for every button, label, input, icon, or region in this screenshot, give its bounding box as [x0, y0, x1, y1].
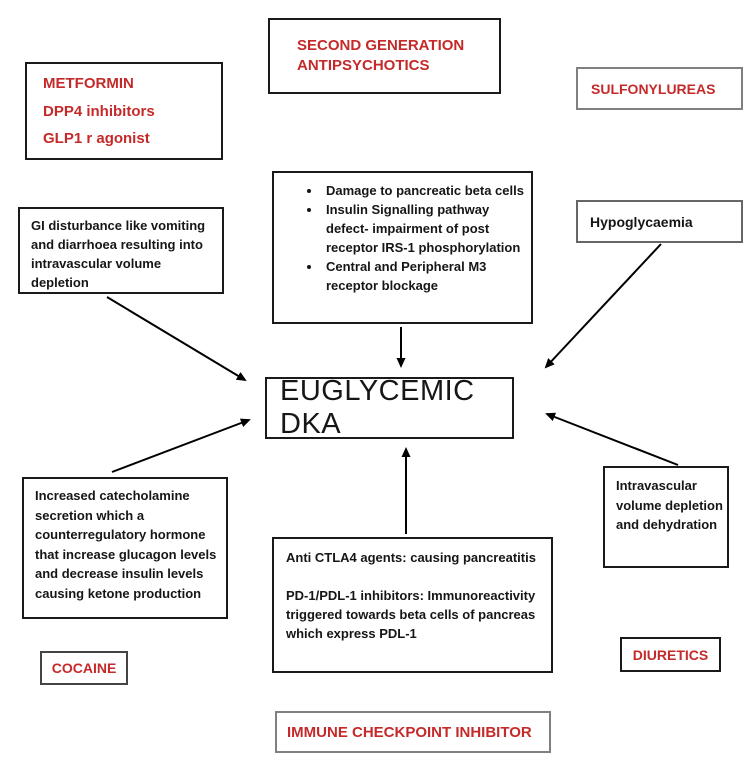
box-cocaine: COCAINE — [40, 651, 128, 685]
metformin-label: METFORMIN — [43, 74, 134, 92]
beta-cell-mechanisms-list: Damage to pancreatic beta cells Insulin … — [274, 181, 525, 295]
pd1-pdl1-text: PD-1/PDL-1 inhibitors: Immunoreactivity … — [286, 588, 536, 641]
box-euglycemic-dka: EUGLYCEMIC DKA — [265, 375, 514, 440]
box-catecholamine: Increased catecholamine secretion which … — [22, 477, 228, 619]
box-sulfonylureas: SULFONYLUREAS — [576, 67, 743, 110]
diuretics-label: DIURETICS — [632, 646, 709, 663]
glp1-agonist-label: GLP1 r agonist — [43, 130, 150, 148]
box-beta-cell-mechanisms: Damage to pancreatic beta cells Insulin … — [272, 171, 533, 324]
immune-checkpoint-label: IMMUNE CHECKPOINT INHIBITOR — [287, 723, 532, 741]
box-immune-checkpoint-inhibitor: IMMUNE CHECKPOINT INHIBITOR — [275, 711, 551, 753]
antipsychotics-label: SECOND GENERATION ANTIPSYCHOTICS — [297, 37, 465, 74]
catecholamine-text: Increased catecholamine secretion which … — [35, 488, 217, 601]
intravascular-text: Intravascular volume depletion and dehyd… — [616, 478, 723, 532]
box-diuretics: DIURETICS — [620, 637, 721, 672]
box-intravascular-depletion: Intravascular volume depletion and dehyd… — [603, 466, 729, 568]
box-metformin-dpp4-glp1: METFORMIN DPP4 inhibitors GLP1 r agonist — [25, 62, 223, 160]
arrow-intravascular-to-dka — [545, 412, 679, 466]
arrow-hypoglycaemia-to-dka — [544, 243, 662, 369]
euglycemic-dka-label: EUGLYCEMIC DKA — [280, 375, 475, 440]
arrow-catecholamine-to-dka — [111, 418, 251, 473]
sulfonylureas-label: SULFONYLUREAS — [591, 80, 716, 97]
box-hypoglycaemia: Hypoglycaemia — [576, 200, 743, 243]
mechanism-item: Damage to pancreatic beta cells — [322, 181, 525, 200]
cocaine-label: COCAINE — [51, 660, 117, 676]
box-gi-disturbance: GI disturbance like vomiting and diarrho… — [18, 207, 224, 294]
gi-disturbance-text: GI disturbance like vomiting and diarrho… — [31, 218, 206, 290]
box-second-generation-antipsychotics: SECOND GENERATION ANTIPSYCHOTICS — [268, 18, 501, 94]
mechanism-item: Central and Peripheral M3 receptor block… — [322, 257, 525, 295]
mechanism-item: Insulin Signalling pathway defect- impai… — [322, 200, 525, 257]
arrow-gi-to-dka — [106, 296, 247, 382]
box-immune-mechanism: Anti CTLA4 agents: causing pancreatitis … — [272, 537, 553, 673]
dpp4-inhibitors-label: DPP4 inhibitors — [43, 102, 155, 120]
anti-ctla4-text: Anti CTLA4 agents: causing pancreatitis — [286, 550, 536, 565]
hypoglycaemia-text: Hypoglycaemia — [590, 213, 693, 230]
